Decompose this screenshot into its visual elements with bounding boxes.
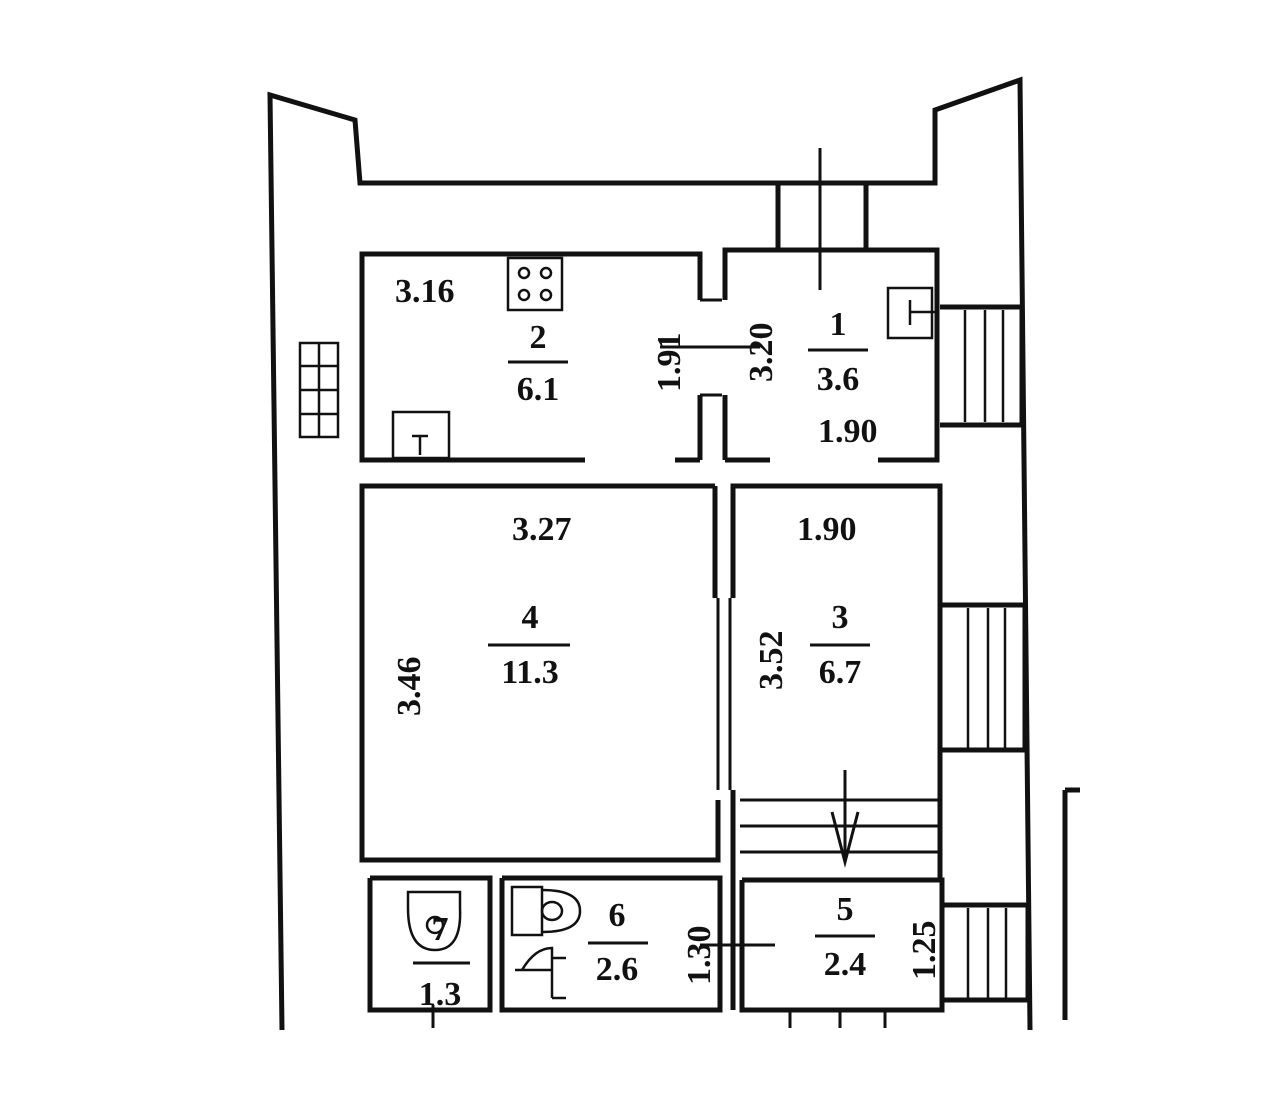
dim-room3-depth: 3.52 <box>753 631 790 691</box>
leader-lines <box>431 345 887 1028</box>
vestibule <box>775 148 869 290</box>
stove-icon <box>506 256 564 312</box>
room-area: 3.6 <box>817 361 860 398</box>
outer-walls <box>267 76 1080 1031</box>
dim-room2-width: 3.16 <box>395 273 455 310</box>
sink-icon <box>391 410 451 460</box>
radiator-icon <box>298 341 340 439</box>
dim-room4-width: 3.27 <box>512 511 572 548</box>
room-label-5: 5 2.4 <box>815 891 875 983</box>
room-label-6: 6 2.6 <box>588 897 648 988</box>
room-area: 1.3 <box>419 976 462 1013</box>
dimension-labels: 3.16 1.91 3.20 1.90 3.27 3.46 1.90 3.52 … <box>391 273 943 985</box>
room-1 <box>722 247 940 463</box>
dim-room1-width: 1.90 <box>818 413 878 450</box>
room-area: 6.1 <box>517 371 560 408</box>
bathtub-icon <box>510 885 582 937</box>
stair-icon <box>940 304 1031 1003</box>
room-4 <box>359 483 732 863</box>
room-3 <box>730 483 943 1010</box>
room-label-7: 7 1.3 <box>413 911 470 1013</box>
room-number: 4 <box>522 599 539 636</box>
room-6 <box>499 875 723 1013</box>
room-area: 2.4 <box>824 946 867 983</box>
room-label-1: 1 3.6 <box>808 306 868 398</box>
room-label-4: 4 11.3 <box>488 599 570 691</box>
room-area: 6.7 <box>819 654 862 691</box>
room-number: 3 <box>832 599 849 636</box>
room-label-3: 3 6.7 <box>810 599 870 691</box>
room-area: 11.3 <box>501 654 559 691</box>
room-number: 2 <box>530 319 547 356</box>
room-number: 7 <box>432 911 449 948</box>
sink-icon <box>886 286 938 340</box>
washbasin-icon <box>515 946 566 1000</box>
room-label-2: 2 6.1 <box>508 319 568 408</box>
dim-room2-depth: 1.91 <box>651 333 688 393</box>
dim-room3-width: 1.90 <box>797 511 857 548</box>
dim-room4-depth: 3.46 <box>391 657 428 717</box>
room-2 <box>359 251 722 463</box>
dim-room1-depth: 3.20 <box>743 323 780 383</box>
room-7 <box>367 875 493 1013</box>
entry-arrow-icon <box>830 770 860 868</box>
room-number: 5 <box>837 891 854 928</box>
dim-room5-depth: 1.25 <box>906 921 943 981</box>
room-number: 6 <box>609 897 626 934</box>
room-area: 2.6 <box>596 951 639 988</box>
room-number: 1 <box>830 306 847 343</box>
toilet-icon <box>406 890 462 952</box>
room-5 <box>739 877 945 1013</box>
dim-room6-depth: 1.30 <box>681 926 718 986</box>
